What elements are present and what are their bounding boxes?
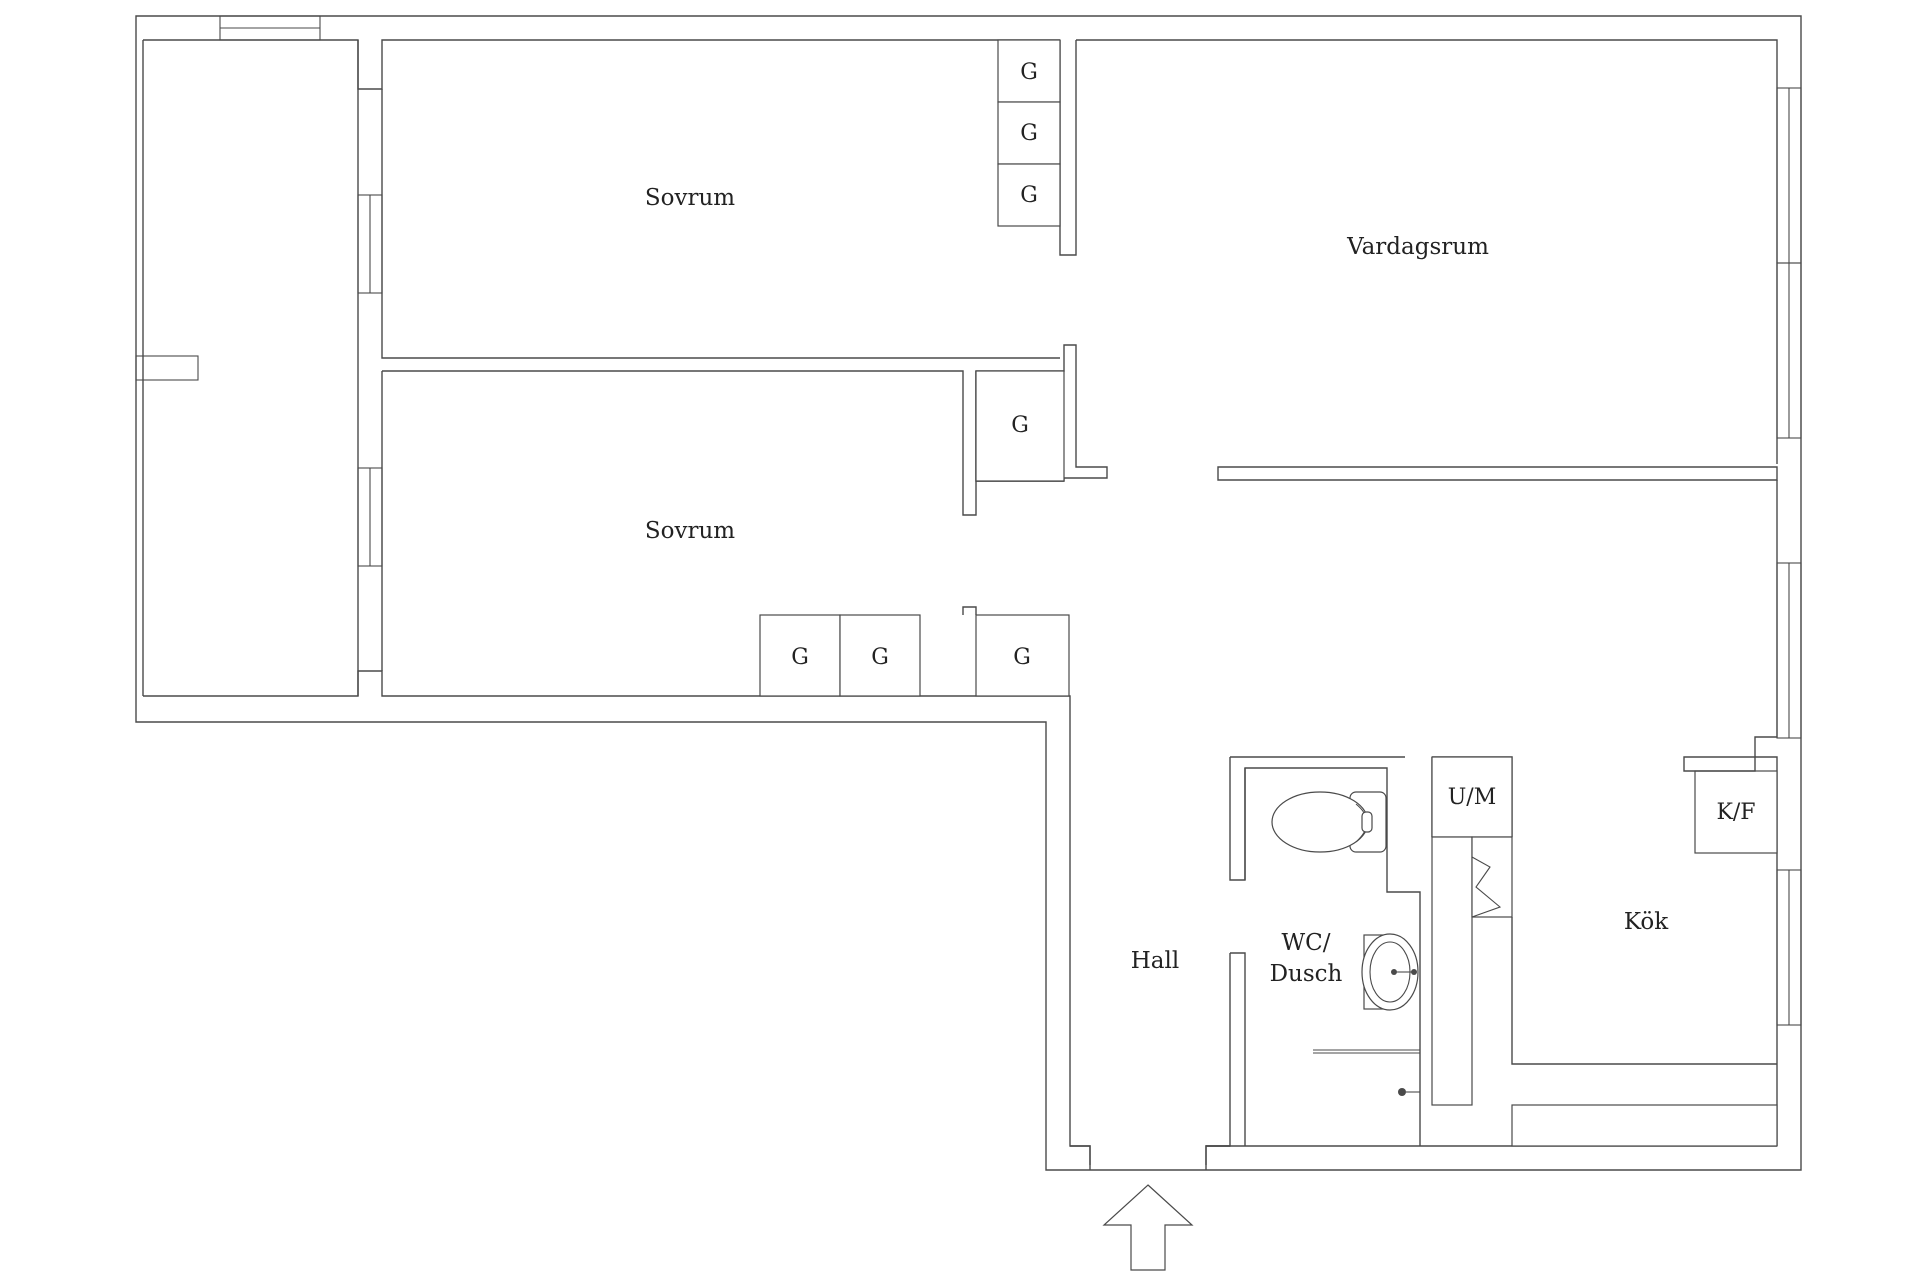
closet-g-4 bbox=[975, 370, 1065, 482]
closet-g-7 bbox=[975, 614, 1070, 697]
kitchen-fixtures: U/M K/F bbox=[1431, 756, 1778, 1147]
balcony-notch bbox=[135, 355, 199, 381]
interior-walls bbox=[357, 40, 1778, 1147]
kitchen-cabinet bbox=[1471, 836, 1513, 918]
room-label-kitchen: Kök bbox=[1624, 909, 1669, 935]
kitchen-counter-bottom bbox=[1511, 1104, 1778, 1147]
closet-g-5-label: G bbox=[791, 645, 809, 670]
closet-g-7-label: G bbox=[1013, 645, 1031, 670]
toilet-icon bbox=[1271, 791, 1387, 853]
washer-dryer bbox=[1431, 756, 1513, 838]
cabinet-door-swing bbox=[1471, 856, 1502, 918]
room-labels: Sovrum Sovrum Vardagsrum Kök Hall WC/ Du… bbox=[645, 185, 1669, 987]
closet-g-6-label: G bbox=[871, 645, 889, 670]
closet-g-4-label: G bbox=[1011, 413, 1029, 438]
closet-g-5 bbox=[759, 614, 841, 697]
shower-head-icon bbox=[1398, 1088, 1420, 1096]
outer-walls bbox=[135, 15, 1802, 1171]
closet-g-1 bbox=[997, 39, 1061, 103]
room-label-bedroom-1: Sovrum bbox=[645, 185, 735, 211]
hall-walls bbox=[1070, 1145, 1230, 1170]
closet-g-2-label: G bbox=[1020, 121, 1038, 146]
closet-g-1-label: G bbox=[1020, 60, 1038, 85]
windows bbox=[135, 15, 1802, 1026]
bathroom-fixtures bbox=[1244, 768, 1420, 1096]
room-label-bathroom-line1: WC/ bbox=[1282, 930, 1331, 956]
washer-dryer-label: U/M bbox=[1448, 785, 1496, 810]
kitchen-counter-column bbox=[1431, 836, 1473, 1106]
closet-g-6 bbox=[839, 614, 921, 697]
sink-icon bbox=[1361, 933, 1419, 1011]
fridge-freezer-label: K/F bbox=[1716, 800, 1755, 825]
room-label-hall: Hall bbox=[1131, 948, 1179, 974]
room-label-bedroom-2: Sovrum bbox=[645, 518, 735, 544]
closets: G G G G G G G bbox=[759, 39, 1070, 697]
room-label-living-room: Vardagsrum bbox=[1346, 234, 1489, 260]
closet-g-3 bbox=[997, 163, 1061, 227]
entrance-arrow-icon bbox=[1102, 1184, 1194, 1271]
closet-g-3-label: G bbox=[1020, 183, 1038, 208]
room-label-bathroom-line2: Dusch bbox=[1270, 961, 1343, 987]
closet-g-2 bbox=[997, 101, 1061, 165]
